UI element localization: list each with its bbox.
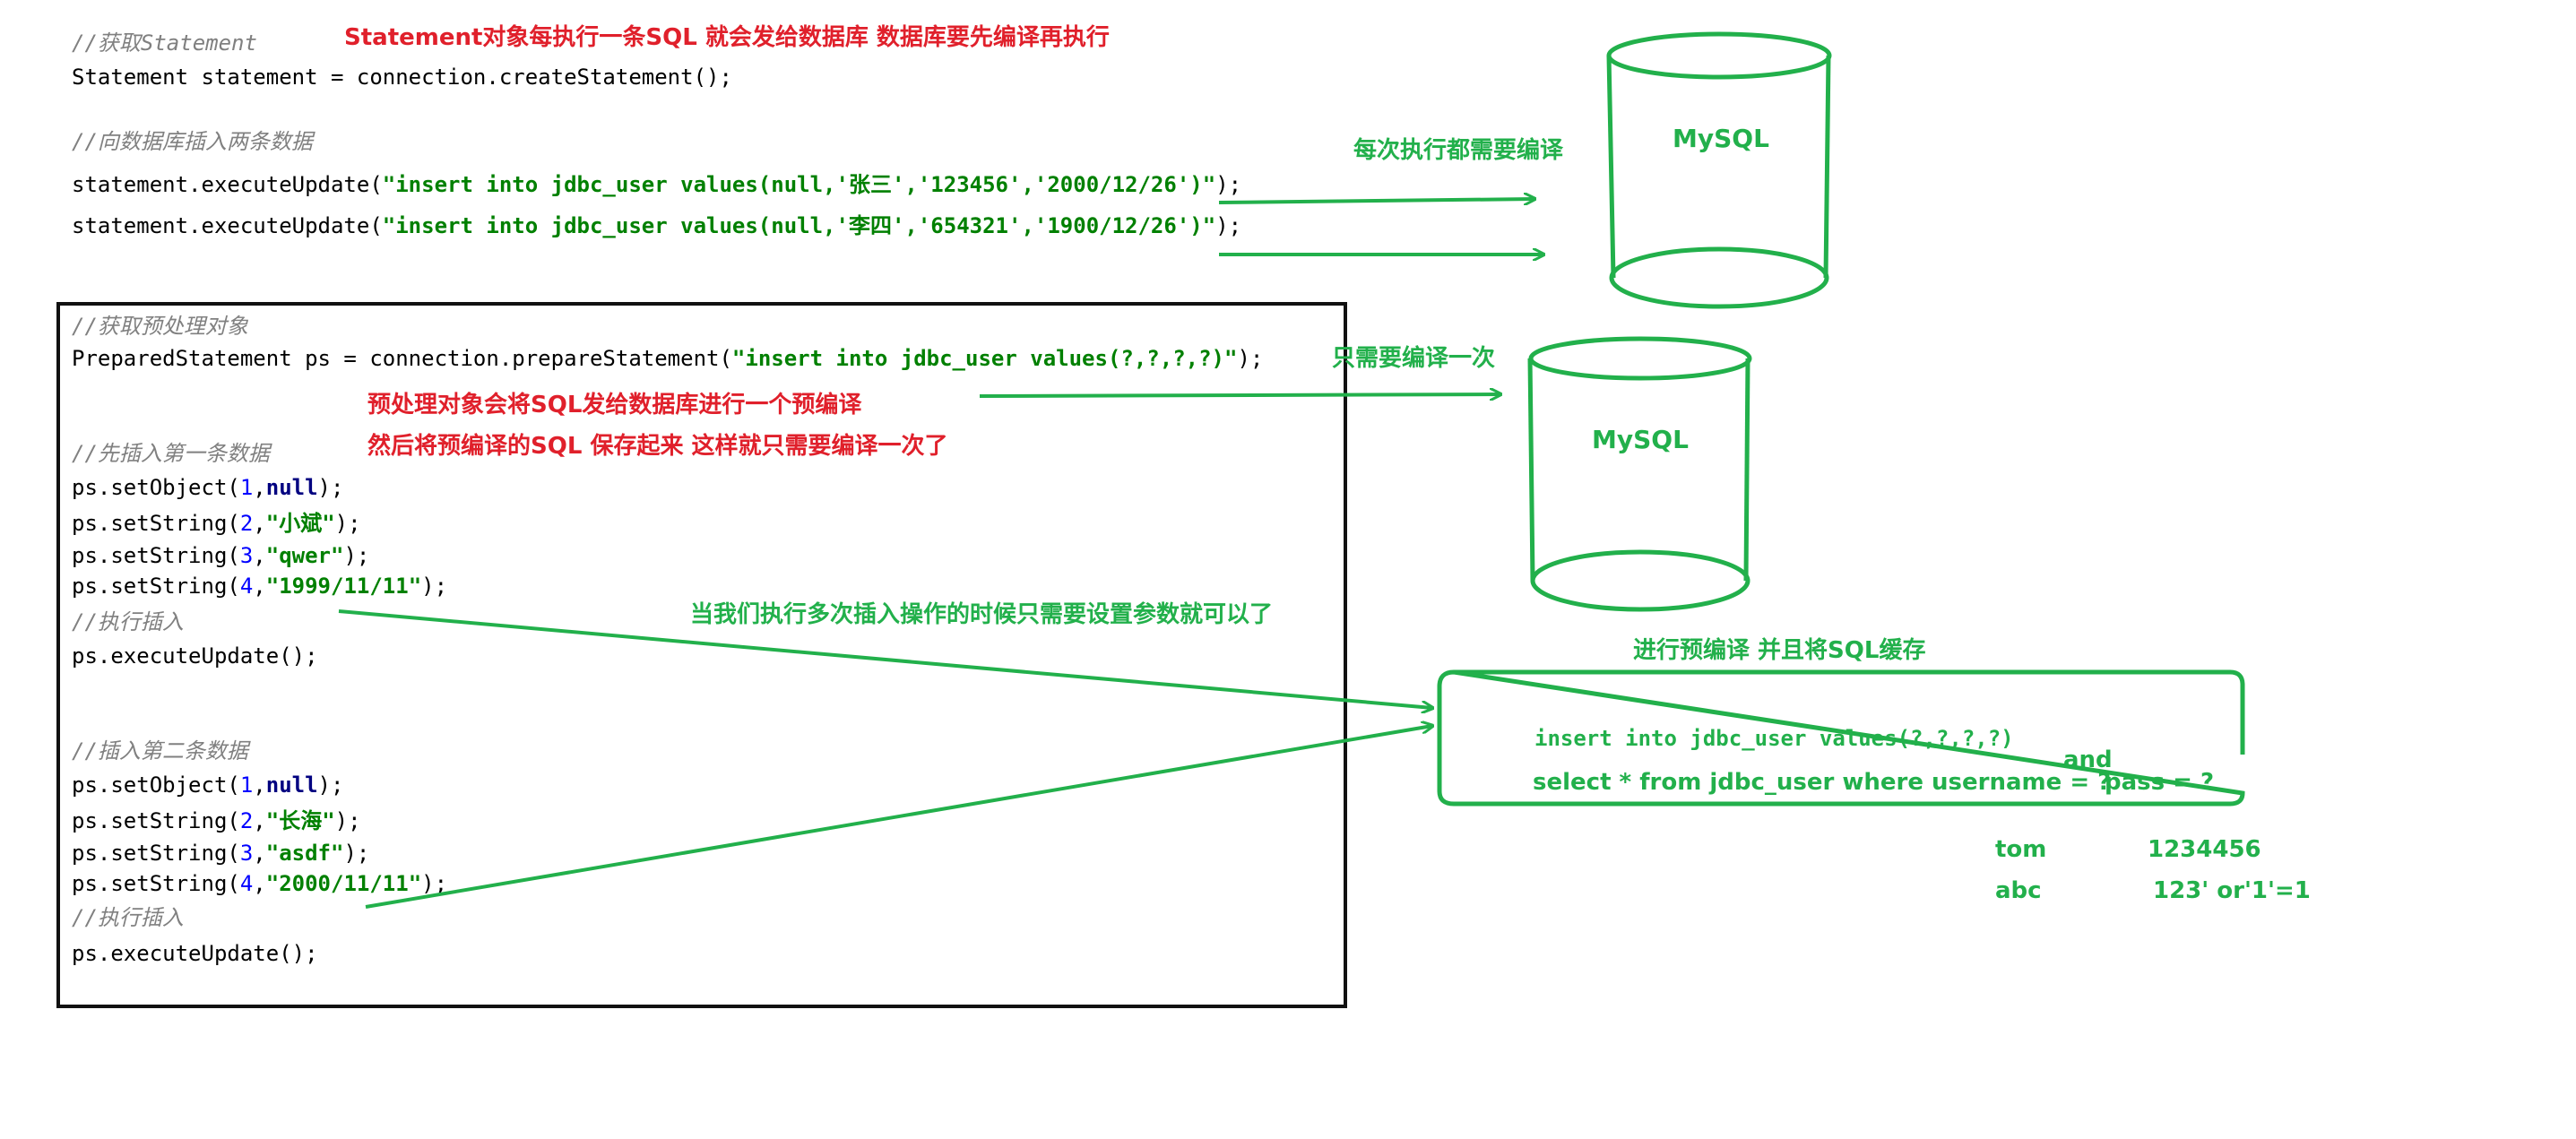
- param-method: ps.setString(: [72, 808, 240, 833]
- param-method: ps.setString(: [72, 871, 240, 896]
- param-sep: ,: [253, 841, 266, 866]
- param-end: );: [343, 543, 370, 568]
- param-index: 3: [239, 543, 254, 568]
- param-method: ps.setObject(: [72, 475, 240, 500]
- prepared-exec-1: ps.executeUpdate();: [72, 643, 318, 669]
- first-param-line: ps.setObject(1,null);: [72, 475, 343, 500]
- param-sep: ,: [253, 543, 266, 568]
- param-end: );: [421, 871, 448, 896]
- param-index: 4: [239, 574, 254, 599]
- prepared-sql-string: "insert into jdbc_user values(?,?,?,?)": [731, 346, 1238, 371]
- exec1-suffix: );: [1215, 172, 1242, 197]
- first-param-line: ps.setString(4,"1999/11/11");: [72, 574, 447, 599]
- cache-and-label: and: [2063, 746, 2113, 773]
- comment-get-statement: //获取Statement: [72, 30, 257, 56]
- param-sep: ,: [253, 574, 266, 599]
- param-sep: ,: [253, 808, 266, 833]
- credential-pass: 1234456: [2148, 836, 2261, 863]
- param-sep: ,: [253, 511, 266, 536]
- param-value: null: [265, 475, 318, 500]
- credential-user: abc: [1995, 877, 2042, 904]
- comment-exec-1: //执行插入: [72, 609, 184, 634]
- param-method: ps.setString(: [72, 574, 240, 599]
- cache-sql-select: select * from jdbc_user where username =…: [1533, 769, 2112, 796]
- param-value: "2000/11/11": [265, 871, 422, 896]
- statement-declaration: Statement statement = connection.createS…: [72, 65, 732, 90]
- comment-first-insert: //先插入第一条数据: [72, 441, 270, 466]
- annotation-compile-each: 每次执行都需要编译: [1353, 137, 1564, 164]
- exec2-sql-string: "insert into jdbc_user values(null,'李四',…: [382, 213, 1216, 238]
- statement-exec-line-2: statement.executeUpdate("insert into jdb…: [72, 213, 1241, 238]
- param-index: 4: [239, 871, 254, 896]
- mysql-db-2-label: MySQL: [1592, 425, 1689, 454]
- prepared-decl-prefix: PreparedStatement ps = connection.prepar…: [72, 346, 732, 371]
- arrow-prepare-to-db: [979, 394, 1500, 396]
- annotation-params-only: 当我们执行多次插入操作的时候只需要设置参数就可以了: [690, 601, 1274, 628]
- prepared-decl-suffix: );: [1237, 346, 1264, 371]
- param-value: "长海": [265, 808, 335, 833]
- comment-second-insert: //插入第二条数据: [72, 738, 248, 764]
- comment-get-prepared: //获取预处理对象: [72, 314, 248, 339]
- annotation-precompile-cache: 进行预编译 并且将SQL缓存: [1633, 637, 1926, 664]
- cache-pass-part: pass = ?: [2105, 769, 2215, 796]
- param-value: "1999/11/11": [265, 574, 422, 599]
- first-param-line: ps.setString(3,"qwer");: [72, 543, 369, 568]
- param-end: );: [334, 511, 361, 536]
- arrow-first-params-to-cache: [338, 609, 1432, 708]
- param-value: null: [265, 772, 318, 798]
- param-value: "qwer": [265, 543, 344, 568]
- arrow-exec1-to-db: [1218, 199, 1534, 203]
- mysql-db-1-label: MySQL: [1673, 124, 1769, 153]
- param-value: "asdf": [265, 841, 344, 866]
- prepared-note-line-2: 然后将预编译的SQL 保存起来 这样就只需要编译一次了: [367, 433, 948, 460]
- prepared-exec-2: ps.executeUpdate();: [72, 941, 318, 966]
- second-param-line: ps.setString(2,"长海");: [72, 808, 361, 833]
- param-end: );: [317, 772, 344, 798]
- param-method: ps.setObject(: [72, 772, 240, 798]
- sql-cache-box: [1437, 669, 2245, 807]
- exec1-sql-string: "insert into jdbc_user values(null,'张三',…: [382, 172, 1216, 197]
- param-end: );: [343, 841, 370, 866]
- statement-note: Statement对象每执行一条SQL 就会发给数据库 数据库要先编译再执行: [344, 24, 1110, 51]
- exec2-prefix: statement.executeUpdate(: [72, 213, 383, 238]
- param-method: ps.setString(: [72, 543, 240, 568]
- arrow-second-params-to-cache: [365, 726, 1432, 909]
- annotation-compile-once: 只需要编译一次: [1332, 345, 1496, 372]
- param-sep: ,: [253, 475, 266, 500]
- second-param-line: ps.setString(4,"2000/11/11");: [72, 871, 447, 896]
- statement-exec-line-1: statement.executeUpdate("insert into jdb…: [72, 172, 1241, 197]
- param-index: 3: [239, 841, 254, 866]
- second-param-line: ps.setObject(1,null);: [72, 772, 343, 798]
- mysql-db-2-icon: [1527, 336, 1752, 612]
- cache-sql-insert: insert into jdbc_user values(?,?,?,?): [1534, 726, 2014, 751]
- prepared-note-line-1: 预处理对象会将SQL发给数据库进行一个预编译: [367, 392, 862, 418]
- param-end: );: [317, 475, 344, 500]
- credential-user: tom: [1995, 836, 2047, 863]
- credential-pass: 123' or'1'=1: [2153, 877, 2311, 904]
- param-index: 2: [239, 511, 254, 536]
- param-sep: ,: [253, 871, 266, 896]
- param-index: 2: [239, 808, 254, 833]
- param-index: 1: [239, 475, 254, 500]
- param-method: ps.setString(: [72, 841, 240, 866]
- prepared-statement-box: [56, 302, 1347, 1008]
- comment-exec-2: //执行插入: [72, 905, 184, 930]
- exec2-suffix: );: [1215, 213, 1242, 238]
- param-end: );: [421, 574, 448, 599]
- mysql-db-1-icon: [1606, 31, 1832, 309]
- param-method: ps.setString(: [72, 511, 240, 536]
- prepared-declaration: PreparedStatement ps = connection.prepar…: [72, 346, 1263, 371]
- param-sep: ,: [253, 772, 266, 798]
- param-value: "小斌": [265, 511, 335, 536]
- comment-insert-two: //向数据库插入两条数据: [72, 129, 313, 154]
- param-end: );: [334, 808, 361, 833]
- exec1-prefix: statement.executeUpdate(: [72, 172, 383, 197]
- first-param-line: ps.setString(2,"小斌");: [72, 511, 361, 536]
- param-index: 1: [239, 772, 254, 798]
- second-param-line: ps.setString(3,"asdf");: [72, 841, 369, 866]
